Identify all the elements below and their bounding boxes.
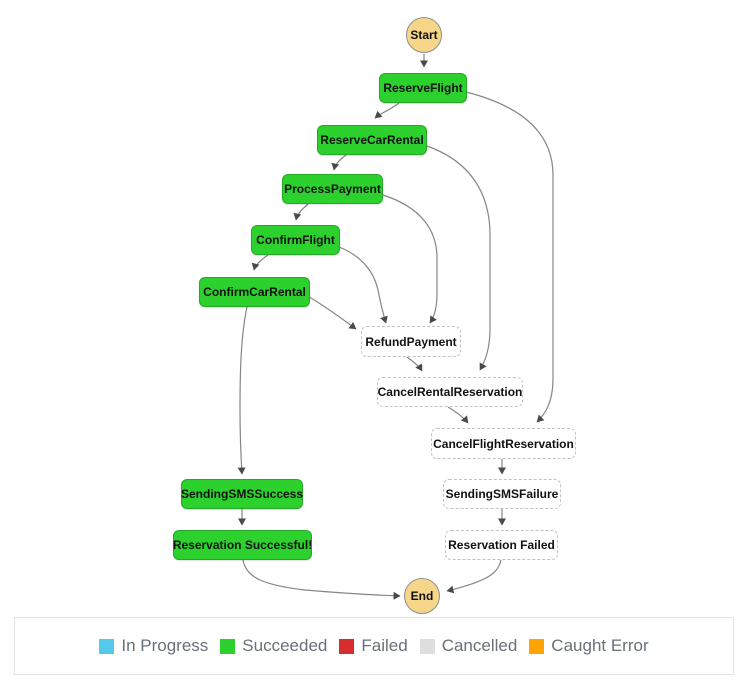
node-end[interactable]: End (404, 578, 440, 614)
legend-label: Caught Error (551, 636, 649, 655)
node-sending-sms-failure[interactable]: SendingSMSFailure (443, 479, 561, 509)
node-cancel-flight-reservation[interactable]: CancelFlightReservation (431, 428, 576, 459)
legend-item-in-progress: In Progress (99, 636, 208, 656)
node-confirm-car-rental[interactable]: ConfirmCarRental (199, 277, 310, 307)
node-process-payment[interactable]: ProcessPayment (282, 174, 383, 204)
node-reserve-car-rental[interactable]: ReserveCarRental (317, 125, 427, 155)
caught-error-swatch (529, 638, 545, 654)
node-reservation-successful[interactable]: Reservation Successful! (173, 530, 312, 560)
node-cancel-rental-reservation[interactable]: CancelRentalReservation (377, 377, 523, 407)
edge-reservecarrental-processpayment (331, 154, 347, 171)
edge-refundpayment-cancelrentalreservation (406, 356, 423, 372)
succeeded-swatch (220, 638, 236, 654)
edge-confirmflight-confirmcarrental (251, 254, 269, 271)
edge-confirmcarrental-sendingsmssuccess (237, 306, 248, 475)
node-start[interactable]: Start (406, 17, 442, 53)
legend-item-cancelled: Cancelled (419, 636, 518, 656)
edge-reserveflight-cancelflightreservation (465, 91, 554, 423)
node-confirm-flight[interactable]: ConfirmFlight (251, 225, 340, 255)
edge-confirmcarrental-refundpayment (308, 296, 357, 330)
node-reserve-flight[interactable]: ReserveFlight (379, 73, 467, 103)
edge-cancelrentalreservation-cancelflightreservation (447, 406, 469, 424)
edge-processpayment-confirmflight (293, 203, 309, 221)
status-legend: In Progress Succeeded Failed Cancelled C… (14, 617, 734, 675)
in-progress-swatch (99, 638, 115, 654)
legend-item-succeeded: Succeeded (220, 636, 327, 656)
edge-processpayment-refundpayment (382, 194, 438, 324)
legend-item-failed: Failed (339, 636, 408, 656)
failed-swatch (339, 638, 355, 654)
legend-item-caught-error: Caught Error (529, 636, 649, 656)
node-sending-sms-success[interactable]: SendingSMSSuccess (181, 479, 303, 509)
legend-label: Succeeded (242, 636, 328, 655)
node-refund-payment[interactable]: RefundPayment (361, 326, 461, 357)
legend-label: Cancelled (441, 636, 518, 655)
node-reservation-failed[interactable]: Reservation Failed (445, 530, 558, 560)
edge-reservationsuccessful-end (242, 559, 401, 600)
cancelled-swatch (419, 638, 435, 654)
legend-label: In Progress (121, 636, 209, 655)
edge-reserveflight-reservecarrental (374, 102, 400, 119)
edge-reservationfailed-end (446, 558, 502, 594)
edge-confirmflight-refundpayment (338, 246, 388, 324)
legend-label: Failed (361, 636, 408, 655)
